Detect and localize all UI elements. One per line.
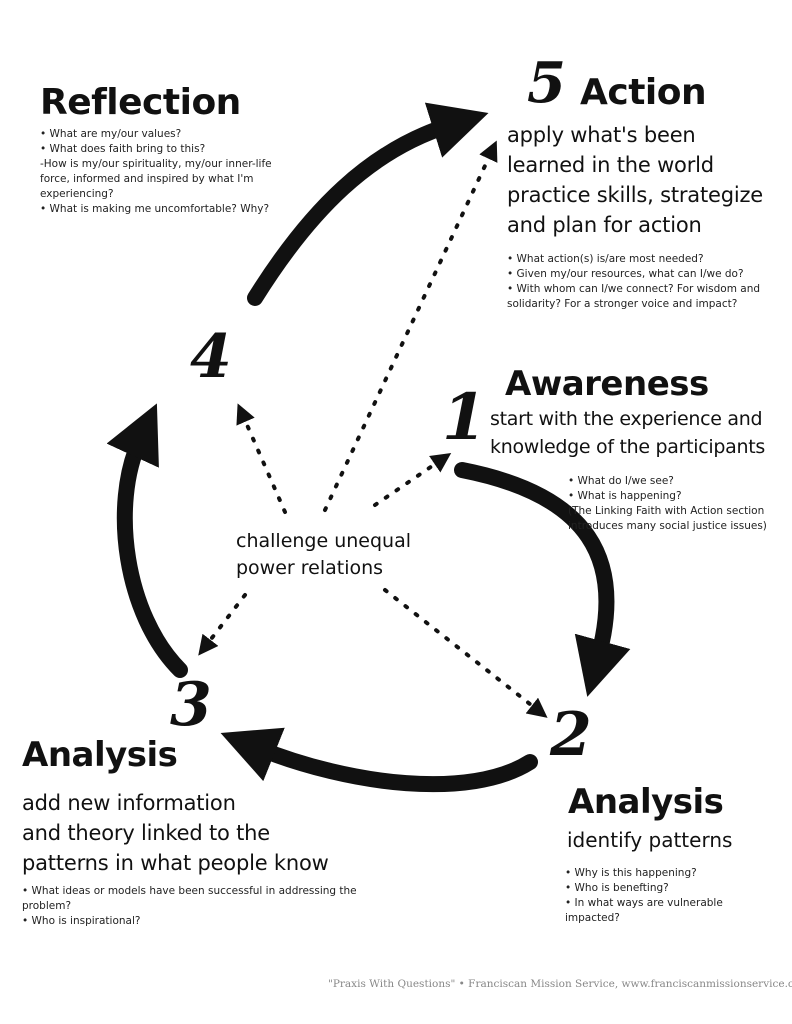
list-item: -How is my/our spirituality, my/our inne…	[40, 158, 272, 200]
analysis-3-title: Analysis	[22, 735, 178, 775]
arrow-1-to-2	[454, 462, 631, 697]
dotted-arrow-to-action	[323, 140, 498, 512]
analysis-3-questions: • What ideas or models have been success…	[22, 884, 367, 929]
arrow-2-to-3	[220, 727, 538, 793]
reflection-questions: • What are my/our values? • What does fa…	[40, 127, 276, 217]
arrow-3-to-4	[106, 403, 188, 678]
analysis-2-title: Analysis	[568, 782, 724, 822]
step-number-5: 5	[527, 50, 566, 116]
list-item: • What are my/our values?	[40, 128, 182, 140]
list-item: • What is happening?	[568, 490, 682, 502]
step-number-1: 1	[442, 380, 487, 455]
list-item: • With whom can I/we connect? For wisdom…	[507, 283, 761, 310]
list-item: • What do I/we see?	[568, 475, 674, 487]
list-item: • Who is benefting?	[565, 882, 669, 894]
analysis-3-summary: add new information and theory linked to…	[22, 791, 329, 875]
action-summary: apply what's been learned in the world p…	[507, 123, 764, 237]
center-label: challenge unequal power relations	[236, 530, 412, 579]
list-item: • Given my/our resources, what can I/we …	[507, 268, 744, 280]
step-number-4: 4	[190, 322, 232, 392]
action-title: Action	[580, 72, 707, 113]
dotted-arrow-to-awareness	[373, 452, 452, 507]
list-item: (The Linking Faith with Action section i…	[568, 505, 767, 532]
step-number-3: 3	[170, 670, 212, 740]
analysis-2-summary: identify patterns	[567, 828, 733, 852]
list-item: • What is making me uncomfortable? Why?	[40, 203, 270, 215]
awareness-summary: start with the experience and knowledge …	[490, 408, 765, 458]
footer-credit: "Praxis With Questions" • Franciscan Mis…	[328, 978, 792, 990]
awareness-title: Awareness	[505, 364, 709, 404]
list-item: • What does faith bring to this?	[40, 143, 206, 155]
step-number-2: 2	[550, 700, 592, 770]
dotted-arrow-to-4	[236, 403, 287, 514]
arrow-4-to-5	[247, 102, 489, 306]
dotted-arrow-to-analysis-2	[383, 588, 548, 718]
list-item: • In what ways are vulnerable impacted?	[565, 897, 723, 924]
reflection-title: Reflection	[40, 82, 241, 123]
action-questions: • What action(s) is/are most needed? • G…	[507, 252, 767, 312]
list-item: • What action(s) is/are most needed?	[507, 253, 704, 265]
analysis-2-questions: • Why is this happening? • Who is beneft…	[565, 866, 765, 926]
list-item: • Who is inspirational?	[22, 915, 141, 927]
awareness-questions: • What do I/we see? • What is happening?…	[568, 474, 768, 534]
list-item: • What ideas or models have been success…	[22, 885, 357, 912]
dotted-arrow-to-analysis-3	[198, 593, 247, 656]
list-item: • Why is this happening?	[565, 867, 697, 879]
